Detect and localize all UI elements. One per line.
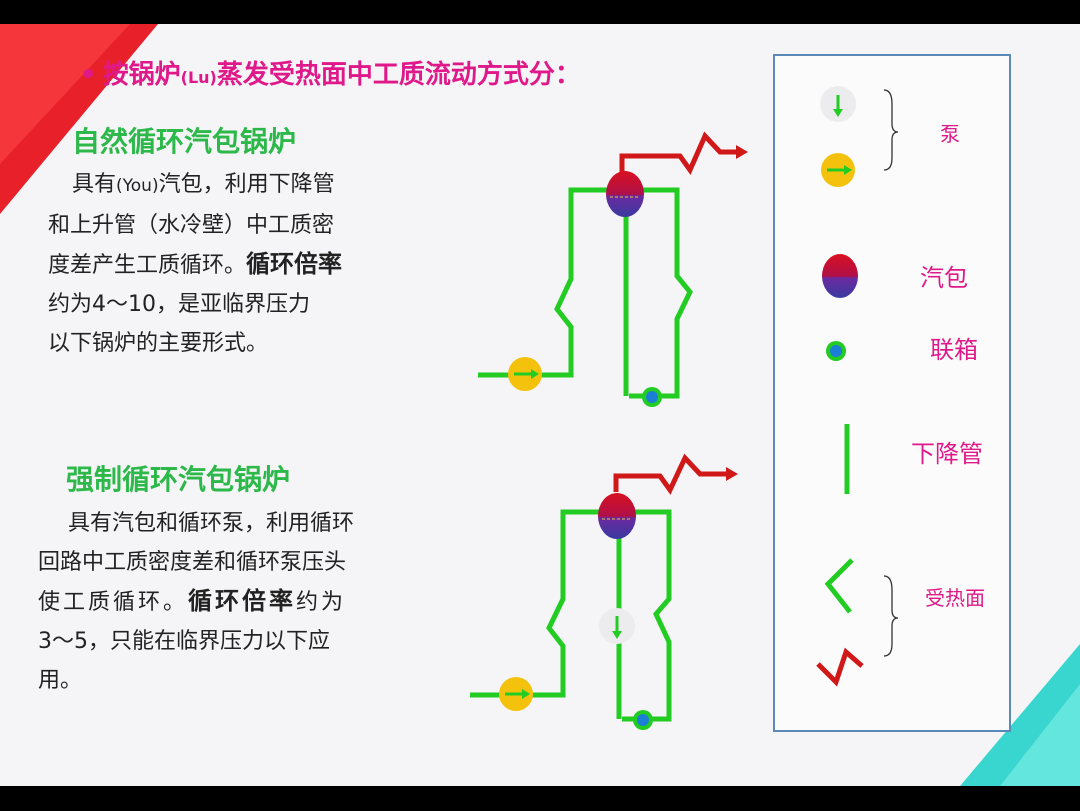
natural-heading: 自然循环汽包锅炉 [72,125,297,158]
teal-corner-highlight [1000,684,1080,786]
natural-steam-outlet-line [619,131,738,176]
legend-heating-surface-green-icon [824,558,854,614]
legend-box [773,54,1011,732]
legend-pump-brace [883,89,899,171]
red-corner-highlight [0,24,130,164]
natural-riser-left [478,187,610,378]
legend-label-heating-surface: 受热面 [925,586,985,610]
forced-riser-left [470,509,602,698]
title-bullet: • [80,60,97,90]
slide-title: •按锅炉(Lu)蒸发受热面中工质流动方式分： [80,54,581,91]
legend-drum-icon [822,254,858,298]
forced-steam-outlet-line [613,453,728,495]
natural-line2: 和上升管（水冷壁）中工质密 [48,213,335,238]
slide: •按锅炉(Lu)蒸发受热面中工质流动方式分： 自然循环汽包锅炉 具有(You)汽… [0,24,1080,786]
forced-drum-icon [598,493,636,539]
legend-label-pump: 泵 [940,122,960,146]
forced-description: 具有汽包和循环泵，利用循环 回路中工质密度差和循环泵压头 使工质循环。循环倍率约… [38,504,398,700]
natural-riser-right [629,187,693,399]
forced-heading: 强制循环汽包锅炉 [66,463,291,496]
natural-line1: 具有(You)汽包，利用下降管 [72,172,335,197]
legend-label-downcomer: 下降管 [911,440,983,468]
forced-line3: 使工质循环。循环倍率约为 [38,587,347,615]
natural-line4: 约为4～10，是亚临界压力 [48,292,310,317]
forced-circulation-diagram [470,453,738,730]
natural-line3: 度差产生工质循环。循环倍率 [48,250,343,278]
circulation-diagrams [470,86,899,730]
forced-feed-pump-arrow-icon [522,689,530,699]
legend-pump-right-arrow-icon [844,165,852,175]
title-part1: 按锅炉 [102,60,181,90]
natural-drum-icon [606,171,644,217]
forced-steam-arrow-icon [726,467,738,481]
title-part2: (Lu) [180,68,217,87]
natural-line5: 以下锅炉的主要形式。 [48,331,269,356]
forced-riser-right [622,509,672,722]
forced-circulation-pump-arrow-icon [612,631,622,639]
natural-circulation-diagram [478,131,748,407]
legend-label-drum: 汽包 [920,264,968,292]
legend-heating-surface-brace [883,575,899,657]
forced-line1: 具有汽包和循环泵，利用循环 [68,511,355,536]
forced-line4: 3～5，只能在临界压力以下应 [38,629,330,654]
natural-pump-arrow-icon [531,369,539,379]
forced-line5: 用。 [38,668,83,693]
slide-decoration [0,24,1080,786]
title-part3: 蒸发受热面中工质流动方式分： [216,60,581,90]
legend-symbols [816,86,899,687]
natural-steam-arrow-icon [736,145,748,159]
legend-heating-surface-red-icon [816,647,864,687]
legend-pump-down-arrow-icon [833,109,843,117]
legend-label-header: 联箱 [930,336,978,364]
natural-description: 具有(You)汽包，利用下降管 和上升管（水冷壁）中工质密 度差产生工质循环。循… [48,165,388,363]
forced-line2: 回路中工质密度差和循环泵压头 [38,550,347,575]
